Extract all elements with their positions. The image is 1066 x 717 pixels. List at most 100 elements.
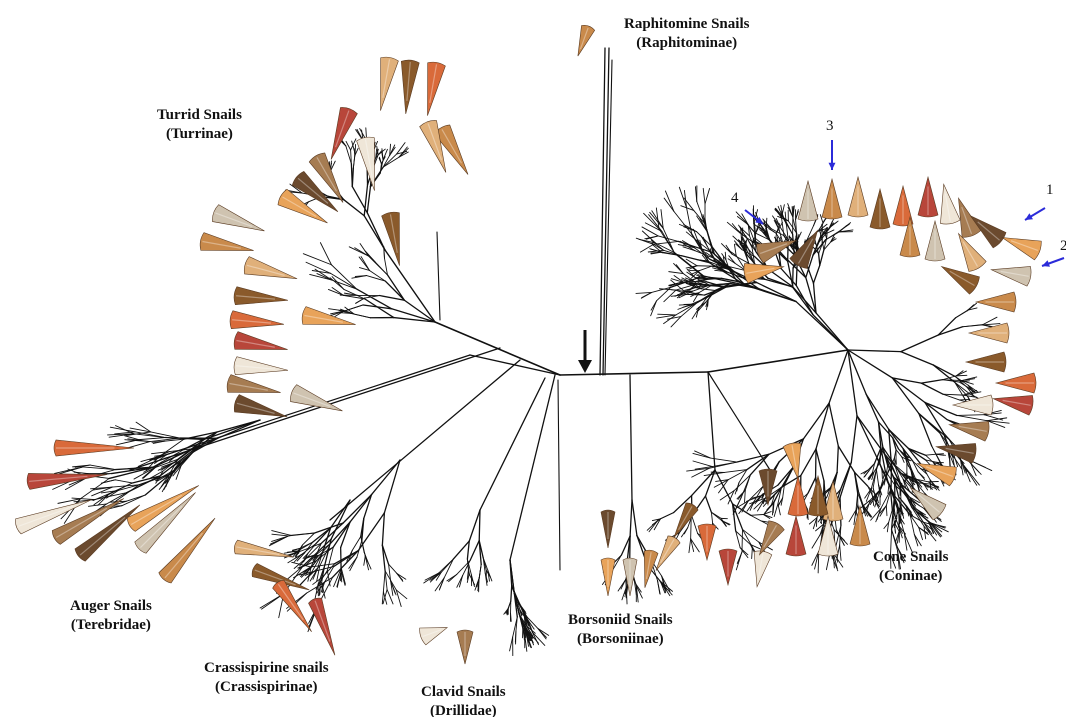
tree-branch [288,533,314,536]
tree-branch [796,301,848,350]
tree-branch [880,506,886,517]
tree-branch [781,269,796,286]
shell-icon [953,395,993,415]
tree-branch [632,500,637,536]
tree-branch [914,534,921,545]
tree-branch [115,480,132,483]
tree-branch [840,462,851,489]
tree-branch [866,394,878,422]
tree-branch [816,313,848,350]
tree-branch [738,490,745,499]
tree-branch [708,372,715,470]
tree-branch [933,365,955,377]
clade-latin-name: (Turrinae) [157,125,242,144]
shell-icon [948,415,991,442]
tree-branch [350,557,357,570]
tree-branch [707,287,726,297]
tree-branch [936,454,943,455]
tree-branch [858,493,863,506]
tree-branch [816,449,824,481]
shell-band [165,533,203,578]
tree-branch [122,495,145,506]
tree-branch [302,533,314,545]
tree-branch [367,276,386,282]
tree-branch [925,402,957,415]
tree-branch [355,144,356,153]
tree-branch [926,454,936,455]
clade-label-raphitominae: Raphitomine Snails (Raphitominae) [624,15,749,53]
tree-branch [658,314,676,315]
shell-icon [668,501,699,541]
tree-branch [793,234,795,254]
clade-common-name: Cone Snails [873,548,948,567]
tree-branch [797,232,801,240]
tree-branch [686,259,697,266]
tree-branch [330,360,520,520]
tree-branch [876,508,881,521]
tree-branch [840,545,841,560]
tree-branch [352,168,353,186]
tree-branch [469,510,480,541]
tree-branch [886,506,887,516]
clade-latin-name: (Raphitominae) [624,34,749,53]
tree-branch [918,472,924,478]
tree-branch [354,314,370,318]
tree-branch [703,188,705,204]
tree-branch [774,504,778,517]
clade-label-crassispirinae: Crassispirine snails (Crassispirinae) [204,659,329,697]
clade-label-terebridae: Auger Snails (Terebridae) [70,597,152,635]
shell-icon [418,619,450,645]
shell-icon [571,24,595,59]
tree-branch [364,556,365,565]
tree-branch [365,251,375,262]
tree-branch [372,460,400,495]
tree-branch [692,470,715,496]
tree-branch [708,372,770,470]
marker-label-4: 4 [731,190,739,207]
shell-icon [457,630,473,664]
tree-branch [653,241,678,244]
tree-branch [444,559,453,578]
clade-common-name: Clavid Snails [421,683,506,702]
tree-branch [826,230,841,240]
clade-latin-name: (Drillidae) [421,702,506,717]
shell-icon [381,211,408,267]
clade-label-drillidae: Clavid Snails (Drillidae) [421,683,506,717]
tree-branch [857,416,877,458]
tree-branch [956,311,968,318]
tree-branch [383,571,385,592]
tree-branch [708,350,848,372]
tree-branch [711,512,721,520]
shell-icon [966,352,1006,372]
shell-icon [848,177,868,217]
tree-branch [510,637,513,651]
marker-label-1: 1 [1046,182,1054,199]
tree-branch [370,270,386,281]
tree-branch [353,156,354,168]
tree-branch [430,572,442,580]
tree-branch [820,250,824,265]
tree-branch [718,480,728,493]
tree-branch [382,513,384,545]
clade-label-turrinae: Turrid Snails (Turrinae) [157,106,242,144]
tree-branch [949,453,950,465]
tree-branch [962,325,982,327]
shell-icon [229,311,284,334]
tree-branch [851,416,857,463]
shell-icon [372,56,399,112]
tree-branch [270,536,288,544]
tree-branch [711,512,712,523]
tree-branch [560,372,708,375]
clade-latin-name: (Terebridae) [70,616,152,635]
tree-branch [72,498,95,499]
tree-branch [331,265,356,289]
tree-branch [381,157,385,164]
tree-branch [630,375,632,500]
tree-branch [737,552,742,564]
shell-icon [870,189,890,229]
tree-branch [829,350,848,403]
clade-latin-name: (Coninae) [873,567,948,586]
shell-icon [798,181,818,221]
tree-branch [479,564,481,579]
tree-branch [925,402,947,419]
